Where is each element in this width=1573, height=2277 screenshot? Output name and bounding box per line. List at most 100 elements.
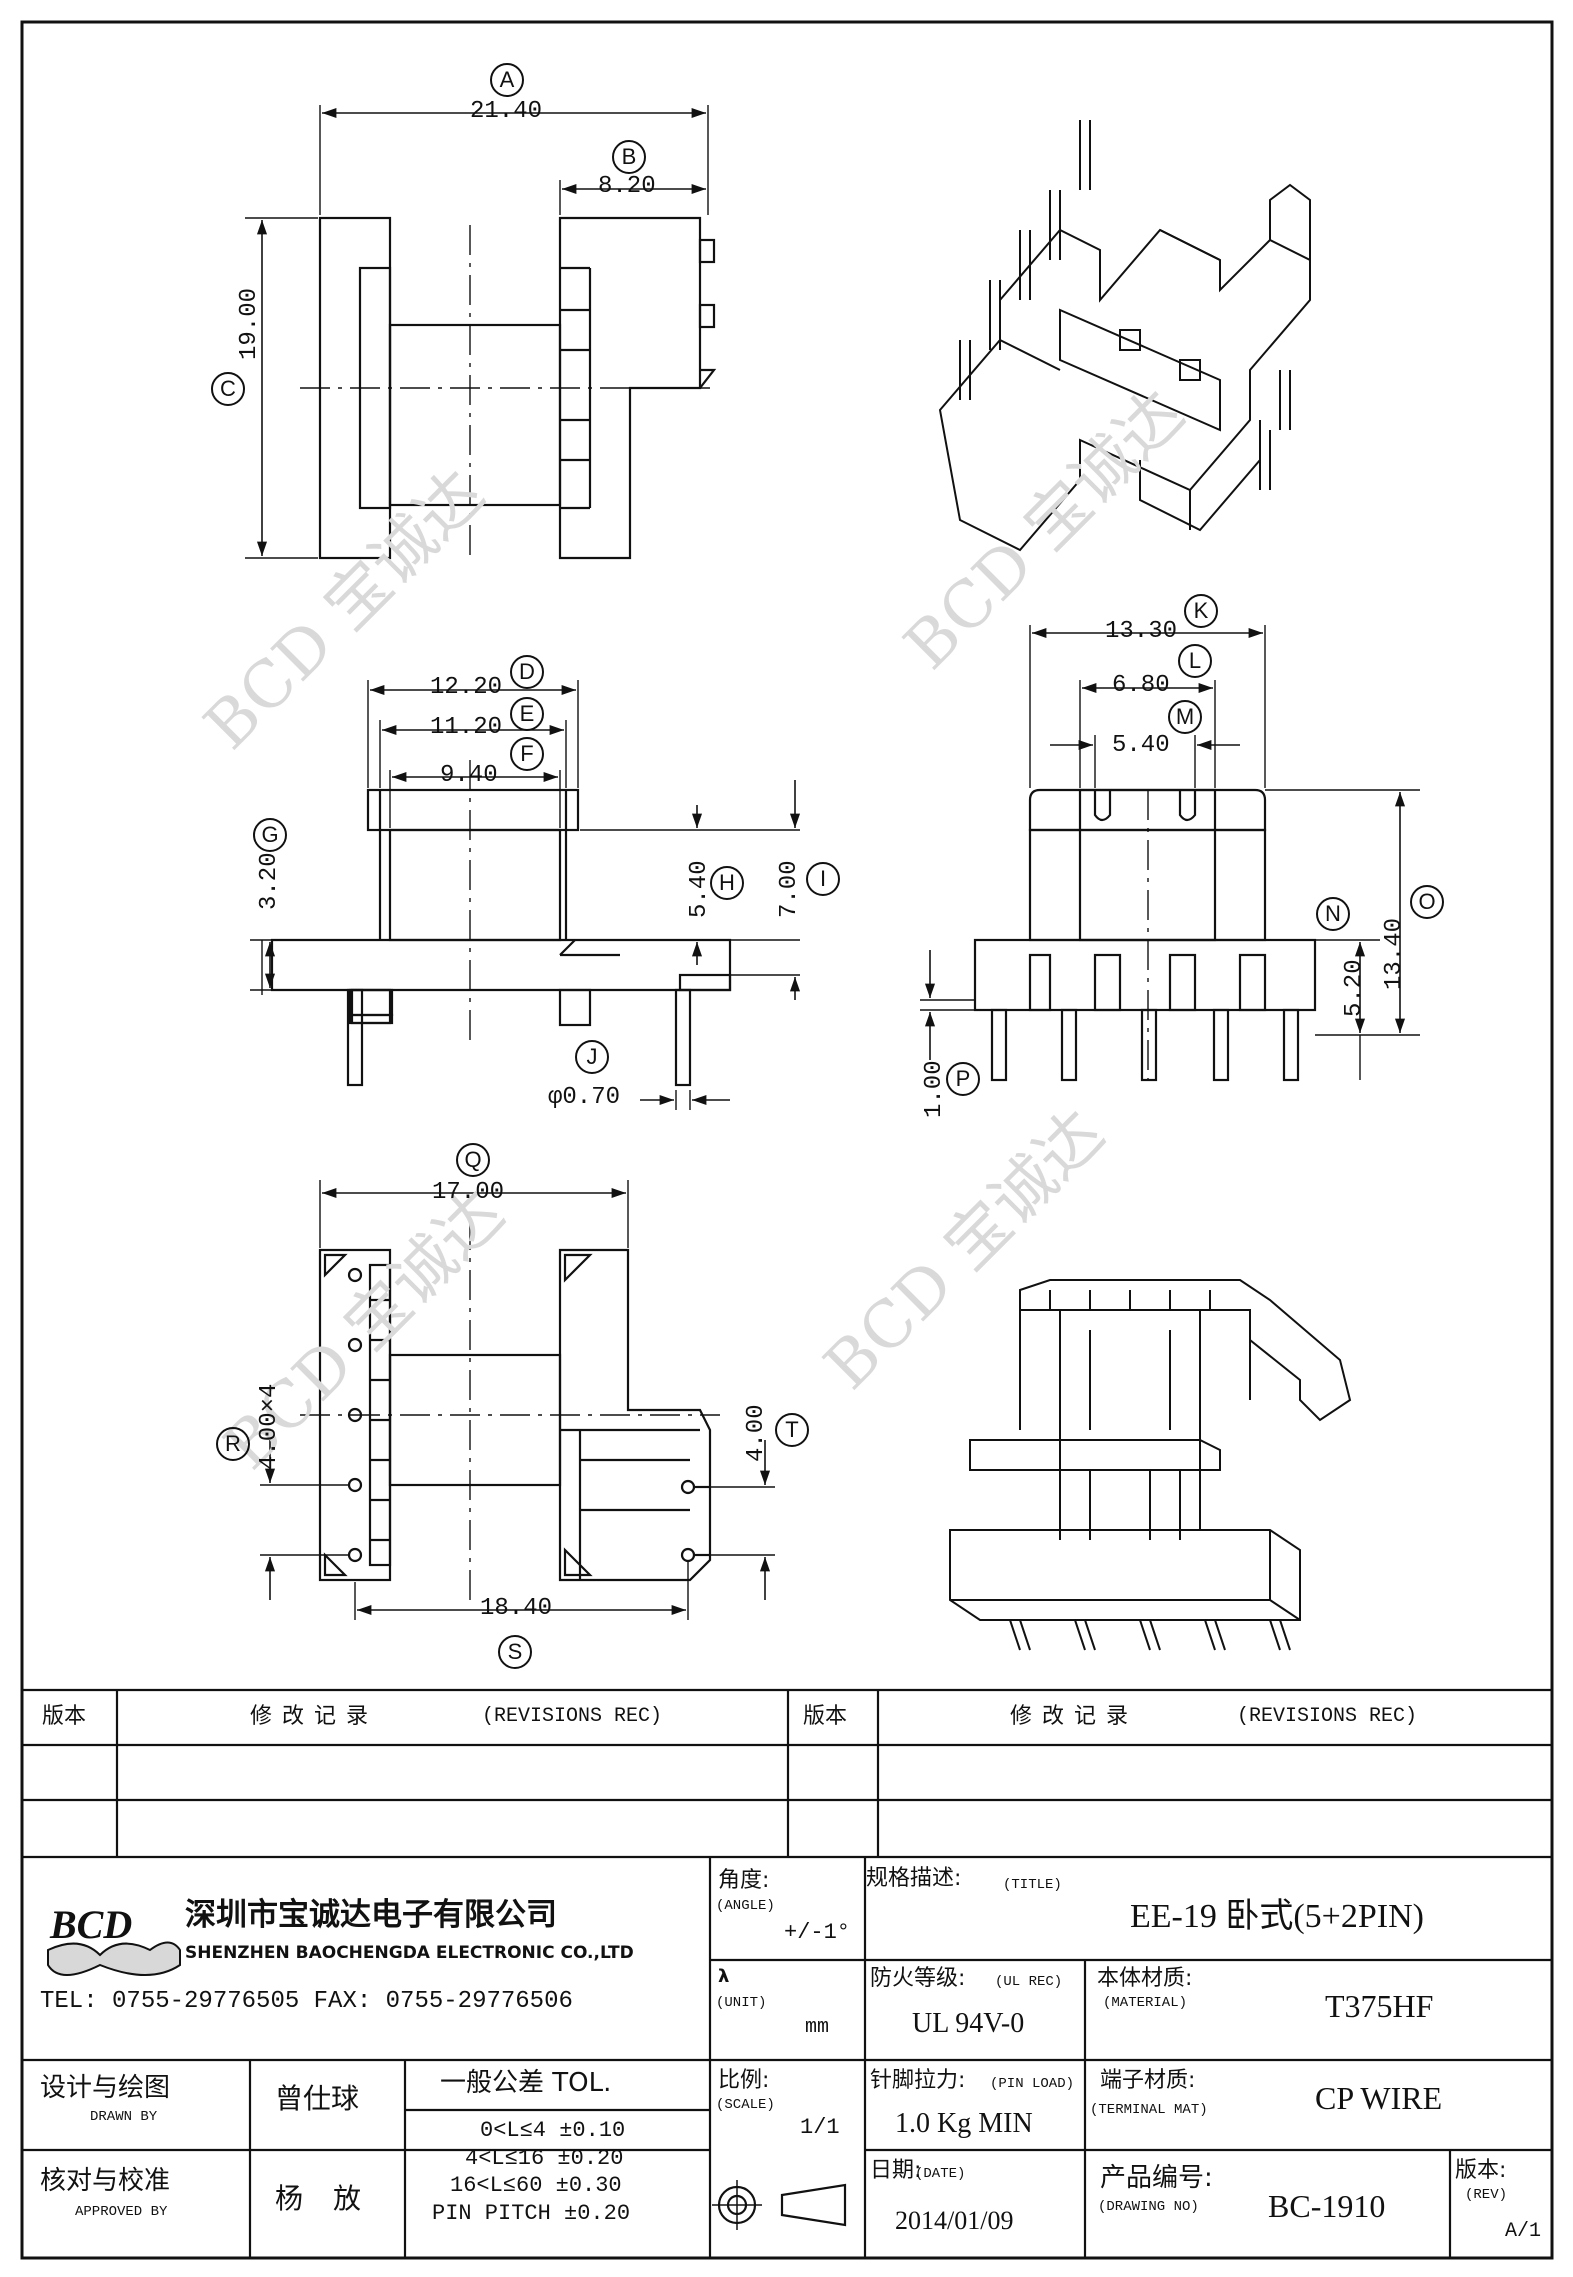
dim-value-D: 12.20: [430, 674, 503, 701]
rev-header-title-right: 修改记录: [1010, 1704, 1139, 1729]
unit-symbol: λ: [718, 1966, 730, 1987]
dim-label-D: D: [510, 655, 544, 689]
drawn-by-label-en: DRAWN BY: [90, 2109, 158, 2125]
date-label-en: (DATE): [915, 2166, 966, 2182]
dim-value-H: 5.40: [686, 860, 713, 918]
rev-label-en: (REV): [1465, 2187, 1508, 2203]
date-value: 2014/01/09: [895, 2206, 1014, 2235]
title-label-en: (TITLE): [1003, 1877, 1062, 1893]
view-top-left: [245, 105, 717, 560]
dim-label-O: O: [1410, 885, 1444, 919]
pin-load-label: 针脚拉力:: [870, 2068, 966, 2093]
dim-label-K: K: [1184, 594, 1218, 628]
dim-value-E: 11.20: [430, 714, 503, 741]
title-block-grid: [22, 1688, 1552, 2258]
dim-label-J: J: [575, 1040, 609, 1074]
tolerance-row-2: 4<L≤16 ±0.20: [465, 2146, 624, 2171]
dim-label-B: B: [612, 140, 646, 174]
unit-label-en: (UNIT): [716, 1995, 767, 2011]
drawn-by-value: 曾仕球: [275, 2082, 360, 2115]
approved-by-value: 杨放: [275, 2182, 392, 2215]
dim-label-H: H: [710, 866, 744, 900]
tolerance-row-1: 0<L≤4 ±0.10: [480, 2118, 626, 2143]
ul-rec-label: 防火等级:: [870, 1966, 966, 1991]
iso-view-bottom: [949, 1279, 1352, 1651]
scale-value: 1/1: [800, 2115, 840, 2140]
dim-label-G: G: [253, 818, 287, 852]
material-label-en: (MATERIAL): [1103, 1995, 1188, 2011]
title-label: 规格描述:: [866, 1866, 962, 1891]
rev-label: 版本:: [1455, 2158, 1507, 2183]
dim-label-F: F: [510, 737, 544, 771]
ul-rec-label-en: (UL REC): [995, 1974, 1063, 1990]
dim-value-M: 5.40: [1112, 732, 1170, 759]
terminal-mat-label-en: (TERMINAL MAT): [1090, 2102, 1208, 2118]
dim-value-G: 3.20: [256, 852, 283, 910]
dim-label-T: T: [775, 1413, 809, 1447]
dim-value-R: 4.00×4: [256, 1383, 283, 1470]
dim-label-N: N: [1316, 897, 1350, 931]
view-middle-left: [250, 680, 801, 1110]
material-label: 本体材质:: [1097, 1966, 1193, 1991]
dim-label-M: M: [1168, 700, 1202, 734]
drawn-by-label: 设计与绘图: [40, 2073, 171, 2103]
dim-value-J: φ0.70: [548, 1084, 621, 1111]
drawing-no-label-en: (DRAWING NO): [1098, 2199, 1199, 2215]
tolerance-header: 一般公差 TOL.: [440, 2068, 612, 2098]
dim-value-L: 6.80: [1112, 672, 1170, 699]
company-tel-fax: TEL: 0755-29776505 FAX: 0755-29776506: [40, 1988, 573, 2015]
pin-load-label-en: (PIN LOAD): [990, 2076, 1075, 2092]
dim-value-F: 9.40: [440, 762, 498, 789]
unit-value: mm: [805, 2016, 830, 2039]
dim-value-B: 8.20: [598, 173, 656, 200]
terminal-mat-label: 端子材质:: [1100, 2068, 1196, 2093]
date-label: 日期:: [870, 2158, 922, 2183]
angle-value: +/-1°: [784, 1920, 851, 1945]
approved-by-label-en: APPROVED BY: [75, 2204, 168, 2220]
title-value: EE-19 卧式(5+2PIN): [1130, 1898, 1424, 1935]
approved-by-label: 核对与校准: [40, 2166, 171, 2196]
dim-value-N: 5.20: [1341, 959, 1368, 1017]
rev-header-version-right: 版本: [803, 1704, 848, 1729]
dim-label-I: I: [806, 862, 840, 896]
dim-value-Q: 17.00: [432, 1179, 505, 1206]
rev-header-title-en-right: (REVISIONS REC): [1237, 1705, 1418, 1728]
dim-value-P: 1.00: [921, 1060, 948, 1118]
pin-load-value: 1.0 Kg MIN: [895, 2108, 1033, 2139]
dim-label-P: P: [946, 1062, 980, 1096]
scale-label-en: (SCALE): [716, 2097, 775, 2113]
ul-rec-value: UL 94V-0: [912, 2008, 1025, 2039]
company-logo: [47, 1941, 181, 1976]
dim-label-C: C: [211, 372, 245, 406]
dim-value-I: 7.00: [776, 860, 803, 918]
material-value: T375HF: [1325, 1988, 1434, 2024]
dim-label-E: E: [510, 697, 544, 731]
company-name-cn: 深圳市宝诚达电子有限公司: [185, 1897, 557, 1933]
drawing-no-label: 产品编号:: [1100, 2163, 1213, 2193]
tolerance-row-3: 16<L≤60 ±0.30: [450, 2173, 622, 2198]
dim-value-O: 13.40: [1381, 917, 1408, 990]
scale-label: 比例:: [718, 2068, 770, 2093]
rev-value: A/1: [1505, 2220, 1542, 2243]
dim-label-L: L: [1178, 644, 1212, 678]
iso-view-top: [938, 120, 1311, 552]
rev-header-title-en-left: (REVISIONS REC): [482, 1705, 663, 1728]
view-middle-right: [920, 625, 1420, 1082]
dim-value-C: 19.00: [236, 287, 263, 360]
dim-value-T: 4.00: [743, 1404, 770, 1462]
rev-header-title-left: 修改记录: [250, 1704, 379, 1729]
company-name-en: SHENZHEN BAOCHENGDA ELECTRONIC CO.,LTD: [185, 1943, 634, 1963]
dim-value-K: 13.30: [1105, 618, 1178, 645]
view-bottom-left: [260, 1180, 775, 1620]
dim-label-S: S: [498, 1635, 532, 1669]
logo-text: BCD: [50, 1902, 133, 1947]
tolerance-row-4: PIN PITCH ±0.20: [432, 2201, 631, 2226]
angle-label: 角度:: [718, 1868, 770, 1893]
dim-value-A: 21.40: [470, 98, 543, 125]
rev-header-version-left: 版本: [42, 1704, 87, 1729]
terminal-mat-value: CP WIRE: [1315, 2080, 1443, 2116]
dim-value-S: 18.40: [480, 1595, 553, 1622]
dim-label-A: A: [490, 63, 524, 97]
